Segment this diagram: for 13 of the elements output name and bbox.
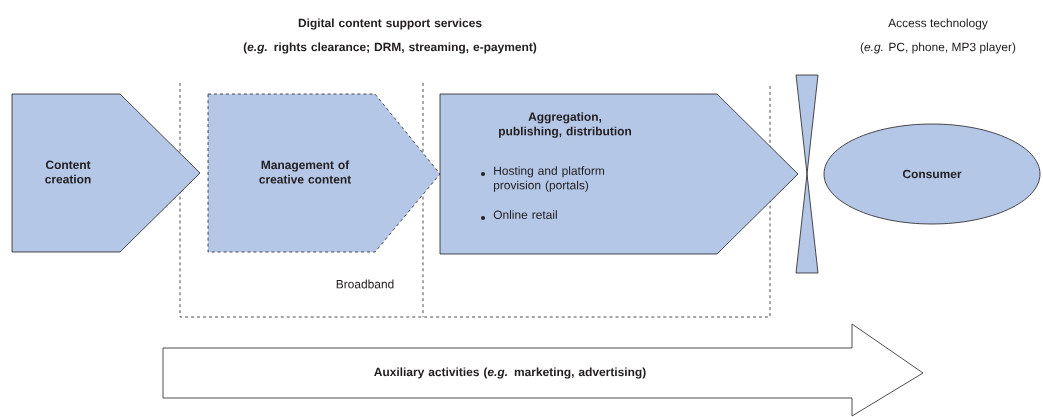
heading: (e.g. rights clearance; DRM, streaming, e-payment) bbox=[243, 42, 537, 54]
bowtie-shape bbox=[795, 74, 819, 274]
region-label: Broadband bbox=[336, 279, 394, 289]
bullet-item: Online retail bbox=[493, 210, 557, 219]
heading: Consumer bbox=[902, 169, 962, 179]
heading: Content creation bbox=[45, 160, 91, 184]
caption-text: Access technology bbox=[888, 18, 988, 30]
caption-text: (e.g. PC, phone, MP3 player) bbox=[860, 42, 1016, 54]
bullet-item: Hosting and platform provision (portals) bbox=[493, 166, 605, 192]
heading: Management of creative content bbox=[259, 160, 351, 184]
heading: Aggregation, publishing, distribution bbox=[499, 112, 632, 138]
heading: Digital content support services bbox=[298, 18, 482, 30]
heading: Auxiliary activities (e.g. marketing, advertising) bbox=[374, 367, 646, 379]
